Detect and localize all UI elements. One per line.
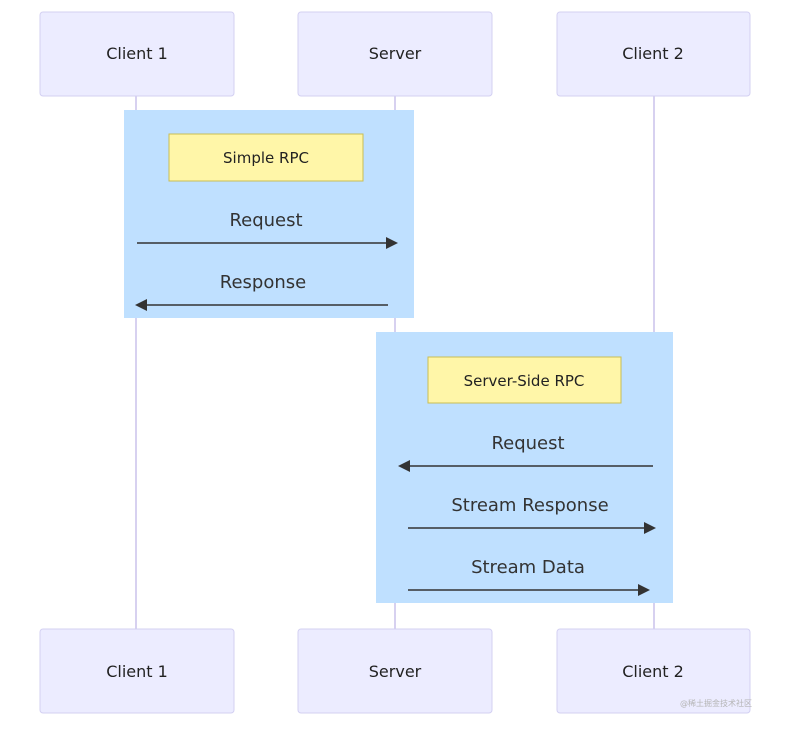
actor-box [556,628,751,714]
block-simple-rpc: Simple RPC Request Response [124,110,414,318]
actor-box [297,628,493,714]
actor-label: Server [369,44,422,63]
arrowhead-icon [638,584,650,596]
actor-label: Client 2 [622,662,684,681]
arrowhead-icon [135,299,147,311]
message-label-request: Request [229,210,302,231]
block-server-side-rpc: Server-Side RPC Request Stream Response … [376,332,673,603]
arrowhead-icon [644,522,656,534]
actor-server-bottom: Server [297,628,493,714]
arrowhead-icon [398,460,410,472]
note-server-side-rpc: Server-Side RPC [464,372,585,390]
actor-box [39,628,235,714]
note-box [427,356,622,404]
actor-label: Client 1 [106,44,168,63]
message-label-request: Request [491,433,564,454]
actor-server-top: Server [297,11,493,97]
actor-box [39,11,235,97]
arrowhead-icon [386,237,398,249]
actor-client-1-bottom: Client 1 [39,628,235,714]
actor-label: Client 2 [622,44,684,63]
actor-box [556,11,751,97]
actor-client-2-top: Client 2 [556,11,751,97]
actor-client-1-top: Client 1 [39,11,235,97]
actor-label: Server [369,662,422,681]
note-simple-rpc: Simple RPC [223,149,309,167]
actor-box [297,11,493,97]
message-label-response: Response [220,272,306,293]
message-label-stream-data: Stream Data [471,557,585,578]
note-box [168,133,364,182]
actor-label: Client 1 [106,662,168,681]
actor-client-2-bottom: Client 2 [556,628,751,714]
watermark: @稀土掘金技术社区 [680,698,752,708]
message-label-stream-response: Stream Response [451,495,608,516]
